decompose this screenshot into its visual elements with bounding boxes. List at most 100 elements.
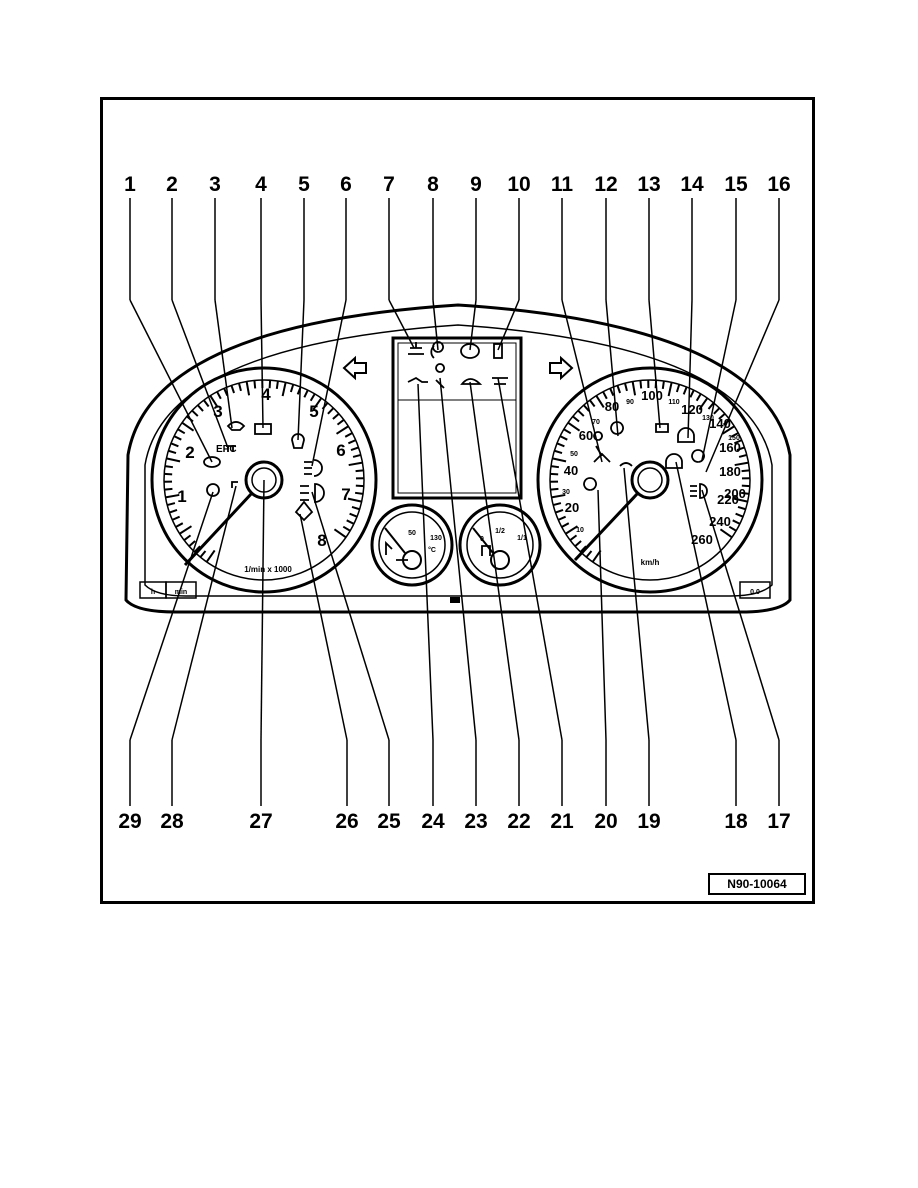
- epc-label: EPC: [216, 444, 237, 455]
- callout-16: 16: [767, 173, 791, 196]
- door-open-icon: [226, 421, 246, 431]
- gauge-tick: [574, 540, 582, 548]
- callout-21: 21: [550, 810, 574, 833]
- gauge-tick: [707, 402, 715, 410]
- leader-line-bottom-0-b: [129, 491, 214, 741]
- gauge-tick: [682, 386, 688, 395]
- preheating-icon: [231, 481, 238, 488]
- gauge-tick: [556, 442, 565, 448]
- speedometer-face: [549, 379, 751, 581]
- tachometer-face: [163, 379, 365, 581]
- callout-13: 13: [637, 173, 661, 196]
- center-display: [391, 336, 523, 500]
- oil-pressure-icon: [407, 376, 428, 383]
- gauge-tick: [689, 389, 695, 398]
- gauge-tick: [733, 497, 748, 503]
- speed-label-220: 220: [717, 492, 739, 507]
- gauge-tick: [168, 449, 177, 455]
- reset-label: 0.0: [750, 589, 760, 596]
- leader-line-top-15-b: [701, 299, 737, 461]
- gauge-tick: [736, 446, 745, 451]
- gauge-tick: [177, 428, 186, 435]
- speedometer-needle: [573, 491, 640, 562]
- leader-line-bottom-5-b: [417, 383, 434, 741]
- rear-fog-icon: [304, 459, 323, 477]
- gauge-tick: [237, 382, 242, 392]
- fuel-empty-label: 0: [480, 536, 484, 543]
- gauge-tick: [737, 505, 746, 511]
- leader-line-bottom-1-b: [171, 485, 237, 741]
- gauge-tick: [166, 502, 176, 507]
- gauge-tick: [344, 432, 353, 438]
- gauge-tick: [205, 549, 216, 563]
- gauge-tick: [740, 491, 750, 495]
- temperature-icon: [492, 377, 508, 385]
- gauge-tick: [303, 389, 309, 398]
- callout-3: 3: [209, 173, 221, 196]
- engine-hood-icon: [460, 378, 483, 385]
- gauge-tick: [559, 435, 568, 441]
- gauge-tick: [355, 469, 364, 473]
- leader-line-bottom-8-b: [497, 377, 563, 741]
- gauge-tick: [561, 522, 570, 528]
- figure-reference: N90-10064: [708, 873, 806, 895]
- leader-line-top-5-b: [297, 299, 305, 441]
- callout-8: 8: [427, 173, 439, 196]
- gauge-tick: [733, 439, 743, 445]
- gauge-tick: [342, 525, 351, 532]
- gauge-tick: [713, 407, 721, 415]
- callout-12: 12: [594, 173, 618, 196]
- fuel-gauge: [458, 503, 542, 587]
- gauge-tick: [332, 412, 340, 420]
- leader-line-bottom-11-b: [675, 461, 737, 741]
- gauge-tick: [552, 502, 562, 507]
- gauge-tick: [253, 380, 257, 389]
- gauge-tick: [164, 487, 173, 491]
- leader-line-top-13-b: [648, 299, 661, 429]
- glow-plug-icon: [203, 456, 221, 468]
- gauge-tick: [585, 550, 593, 558]
- leader-line-top-9-b: [469, 299, 477, 351]
- gauge-tick: [667, 382, 673, 397]
- leader-line-top-7-b: [388, 299, 415, 349]
- leader-line-top-10-b: [497, 299, 520, 351]
- gauge-tick: [352, 453, 362, 458]
- tach-label-7: 7: [341, 485, 350, 504]
- speed-label-180: 180: [719, 464, 741, 479]
- gauge-tick: [179, 525, 193, 535]
- figure-frame: [100, 97, 815, 904]
- leader-line-bottom-10-b: [623, 467, 650, 741]
- trip-h-label: h: [151, 589, 155, 596]
- gauge-tick: [589, 399, 596, 408]
- tachometer-bezel: [150, 366, 378, 594]
- gauge-tick: [350, 446, 359, 451]
- gauge-tick: [718, 412, 726, 420]
- callout-4: 4: [255, 173, 267, 196]
- speed-label-100: 100: [641, 388, 663, 403]
- callout-25: 25: [377, 810, 401, 833]
- gauge-tick: [275, 380, 279, 390]
- gauge-tick: [721, 425, 735, 435]
- tpms-icon: [665, 453, 683, 469]
- speed-unit-label: km/h: [641, 558, 660, 567]
- gauge-tick: [609, 387, 615, 397]
- gauge-tick: [557, 515, 567, 521]
- gauge-tick: [698, 397, 709, 411]
- coolant-temp-icon: [385, 540, 408, 561]
- gauge-tick: [735, 512, 744, 518]
- gauge-tick: [347, 439, 357, 445]
- callout-15: 15: [724, 173, 748, 196]
- gauge-tick: [554, 449, 563, 455]
- callout-24: 24: [421, 810, 445, 833]
- gauge-tick: [336, 419, 345, 426]
- gauge-tick: [169, 509, 178, 514]
- callout-14: 14: [680, 173, 704, 196]
- callout-2: 2: [166, 173, 178, 196]
- leader-line-bottom-6-b: [439, 377, 477, 741]
- speed-small-130: 130: [702, 415, 714, 422]
- speed-label-140: 140: [709, 416, 731, 431]
- leader-line-bottom-12-b: [701, 489, 780, 741]
- coolant-unit-label: °C: [428, 546, 436, 554]
- gauge-tick: [738, 453, 748, 458]
- gauge-tick: [216, 391, 222, 400]
